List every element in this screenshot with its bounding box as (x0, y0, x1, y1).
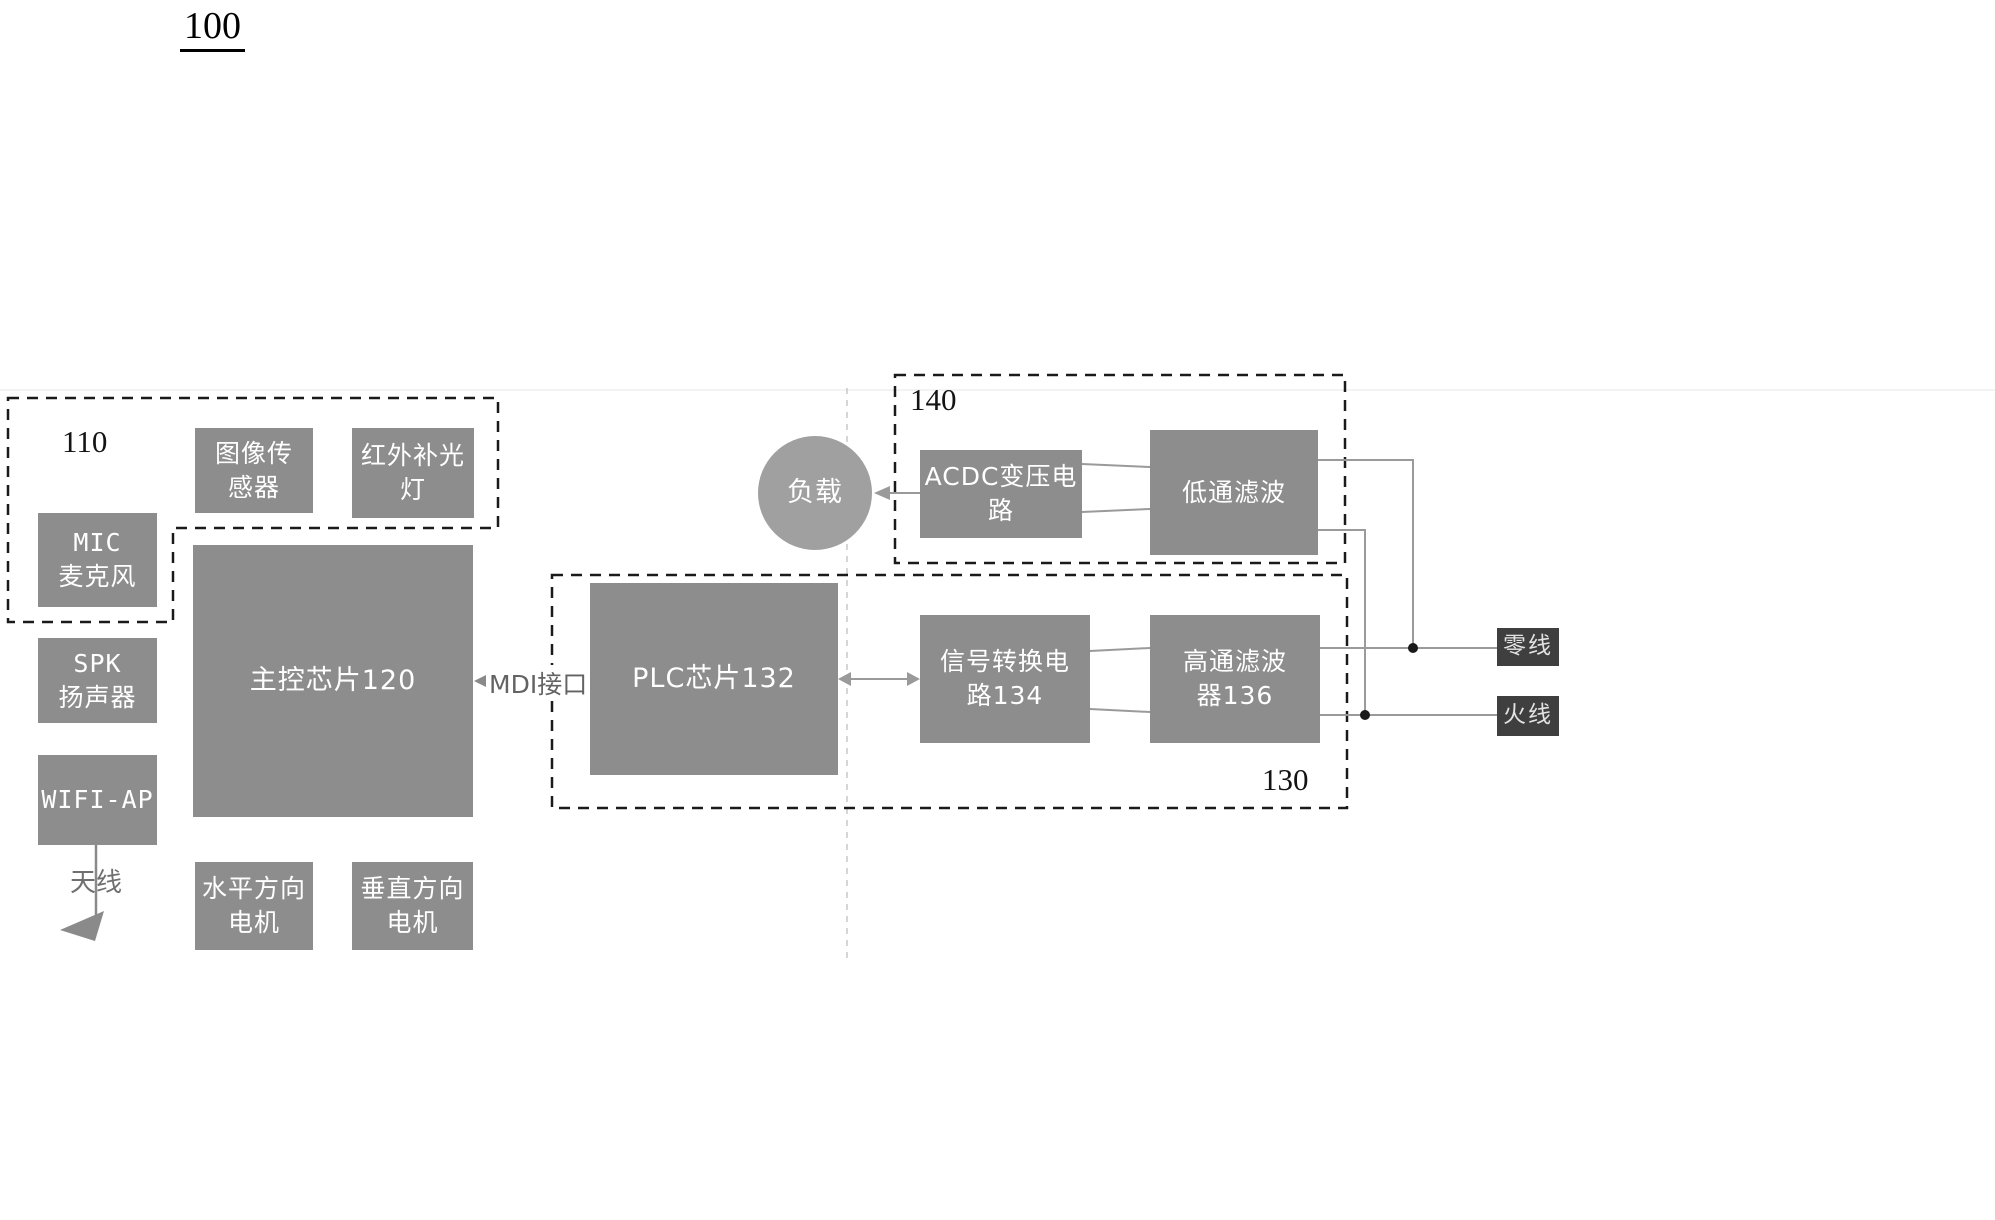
junction-dot-neutral (1408, 643, 1418, 653)
block-spk: SPK 扬声器 (38, 638, 157, 723)
block-lowpass-filter: 低通滤波 (1150, 430, 1318, 555)
block-wifi-ap: WIFI-AP (38, 755, 157, 845)
region-140-label: 140 (910, 382, 957, 417)
block-image-sensor: 图像传 感器 (195, 428, 313, 513)
block-horizontal-motor: 水平方向 电机 (195, 862, 313, 950)
block-neutral-wire: 零线 (1497, 628, 1559, 666)
block-main-chip: 主控芯片120 (193, 545, 473, 817)
antenna-arrow-icon (60, 911, 104, 941)
line-signalconv-highpass-bottom (1089, 708, 1151, 713)
antenna-label: 天线 (70, 868, 123, 898)
junction-dot-live (1360, 710, 1370, 720)
arrowhead-to-signalconv (907, 672, 920, 686)
region-110-dashed-border (6, 396, 500, 624)
line-lowpass-to-live (1318, 529, 1366, 715)
region-110-label: 110 (62, 424, 108, 459)
arrowhead-to-plc (838, 672, 851, 686)
region-130-label: 130 (1262, 762, 1309, 797)
line-lowpass-to-neutral (1318, 459, 1414, 648)
block-plc-chip: PLC芯片132 (590, 583, 838, 775)
region-140-dashed-border (893, 373, 1347, 565)
block-vertical-motor: 垂直方向 电机 (352, 862, 473, 950)
line-acdc-lowpass-top (1081, 463, 1151, 468)
block-signal-converter: 信号转换电 路134 (920, 615, 1090, 743)
block-live-wire: 火线 (1497, 696, 1559, 736)
block-load: 负载 (758, 436, 872, 550)
line-signalconv-highpass-top (1089, 647, 1151, 652)
mdi-arrow-left-icon (474, 674, 488, 688)
line-acdc-lowpass-bottom (1081, 508, 1151, 513)
block-ir-fill-light: 红外补光 灯 (352, 428, 474, 518)
block-acdc-transformer: ACDC变压电 路 (920, 450, 1082, 538)
block-highpass-filter: 高通滤波 器136 (1150, 615, 1320, 743)
mdi-interface-label: MDI接口 (486, 665, 591, 701)
arrowhead-into-load (874, 486, 890, 500)
figure-title: 100 (180, 4, 245, 52)
block-mic: MIC 麦克风 (38, 513, 157, 607)
